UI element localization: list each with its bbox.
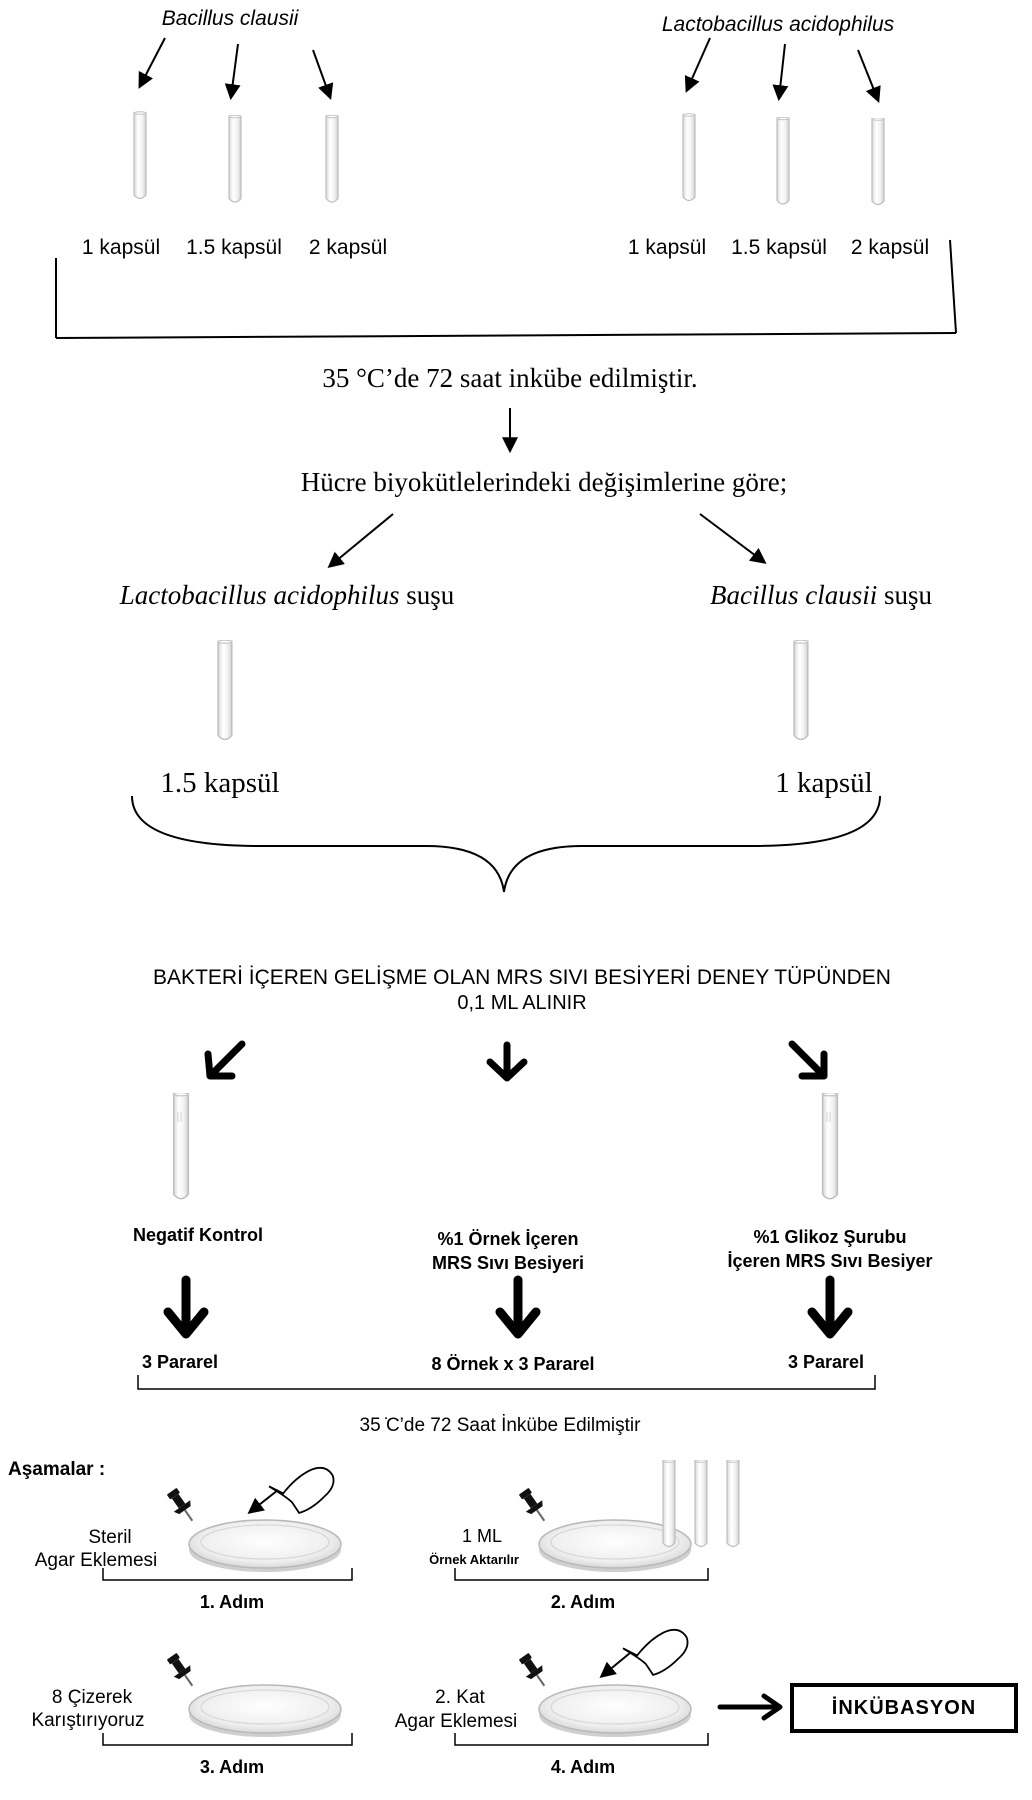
- tube-lacto-selected: [217, 640, 233, 741]
- pin-icon-step3: [165, 1651, 199, 1691]
- flow-arrows: [327, 408, 767, 569]
- petri-dish-step4: [538, 1684, 692, 1738]
- parallel-right: 3 Pararel: [787, 1352, 865, 1372]
- arrow-bacillus-1: [138, 37, 166, 89]
- tube-lacto-3: [871, 118, 885, 206]
- step1-label-line1: Steril: [88, 1527, 132, 1548]
- step1-title: 1. Adım: [199, 1592, 265, 1612]
- step4-label-line1: 2. Kat: [435, 1687, 485, 1708]
- tube-negative-control: [172, 1093, 190, 1200]
- lacto-strain-label: Lactobacillus acidophilus suşu: [120, 582, 455, 609]
- bacillus-title: Bacillus clausii: [161, 7, 299, 30]
- step4-label-line2: Agar Eklemesi: [394, 1711, 518, 1732]
- parallels-bracket: [137, 1375, 876, 1390]
- lacto-selected-dose: 1.5 kapsül: [160, 767, 280, 799]
- negative-control-label: Negatif Kontrol: [133, 1225, 263, 1245]
- tube-bacillus-2: [228, 115, 242, 203]
- bold-arrows-top: [204, 1040, 828, 1082]
- tube-icon-step2-1: [662, 1460, 676, 1548]
- incubation-box: İNKÜBASYON: [790, 1683, 1018, 1733]
- step1-label-line2: Agar Eklemesi: [34, 1550, 158, 1571]
- arrow-bacillus-2: [224, 43, 241, 101]
- flask-icon-step1: [268, 1466, 335, 1514]
- curly-brace: [131, 795, 881, 893]
- lacto-title: Lactobacillus acidophilus: [661, 13, 895, 36]
- arrow-to-lacto: [327, 513, 394, 569]
- pin-icon-step2: [517, 1486, 551, 1526]
- stages-label: Aşamalar :: [8, 1459, 106, 1480]
- flask-icon-step4: [622, 1628, 689, 1676]
- petri-dish-step1: [188, 1519, 342, 1573]
- dose-label-bacillus-3: 2 kapsül: [308, 236, 388, 259]
- heavy-arrows: [163, 1275, 853, 1339]
- step4-title: 4. Adım: [550, 1757, 616, 1777]
- mrs-heading-line1: BAKTERİ İÇEREN GELİŞME OLAN MRS SIVI BES…: [153, 966, 891, 989]
- dose-label-lacto-1: 1 kapsül: [627, 236, 707, 259]
- step2-label-line2: Örnek Aktarılır: [429, 1552, 519, 1567]
- incubation-text: 35 °C’de 72 saat inkübe edilmiştir.: [322, 363, 698, 393]
- arrow-to-bacillus: [699, 513, 767, 564]
- petri-dish-step3: [188, 1684, 342, 1738]
- tube-icon-step2-2: [694, 1460, 708, 1548]
- parallel-middle: 8 Örnek x 3 Pararel: [431, 1354, 595, 1374]
- bacillus-strain-name: Bacillus clausii: [710, 580, 878, 610]
- arrow-to-incubation-box: [717, 1693, 783, 1721]
- step-graphics: [165, 1460, 740, 1738]
- step2-label-line1: 1 ML: [461, 1526, 503, 1546]
- bacillus-strain-label: Bacillus clausii suşu: [710, 582, 932, 609]
- glucose-label-line1: %1 Glikoz Şurubu: [753, 1227, 907, 1247]
- sample-label-line1: %1 Örnek İçeren: [437, 1229, 579, 1249]
- incubation-box-label: İNKÜBASYON: [831, 1697, 977, 1719]
- tube-glucose: [821, 1093, 839, 1200]
- top-arrows: [138, 37, 881, 103]
- top-bracket: [55, 239, 957, 339]
- step2-title: 2. Adım: [550, 1592, 616, 1612]
- arrow-lacto-3: [857, 49, 881, 103]
- parallel-left: 3 Pararel: [141, 1352, 219, 1372]
- sample-label-line2: MRS Sıvı Besiyeri: [431, 1253, 585, 1273]
- tube-bacillus-3: [325, 115, 339, 203]
- step3-label-line1: 8 Çizerek: [51, 1687, 133, 1708]
- step3-title: 3. Adım: [199, 1757, 265, 1777]
- tube-lacto-1: [682, 113, 696, 202]
- dose-label-lacto-2: 1.5 kapsül: [731, 236, 827, 259]
- step-brackets: [102, 1568, 709, 1746]
- bacillus-selected-dose: 1 kapsül: [775, 767, 873, 799]
- arrow-lacto-1: [684, 37, 711, 93]
- dose-label-lacto-3: 2 kapsül: [850, 236, 930, 259]
- tube-icon-step2-3: [726, 1460, 740, 1548]
- tube-lacto-2: [776, 117, 790, 205]
- dose-label-bacillus-2: 1.5 kapsül: [186, 236, 282, 259]
- top-tubes: [133, 111, 885, 206]
- lacto-strain-name: Lactobacillus acidophilus: [119, 580, 400, 610]
- bold-arrow-right-diag: [788, 1040, 826, 1078]
- bold-arrow-left-diag: [208, 1040, 246, 1078]
- biomass-text: Hücre biyokütlelerindeki değişimlerine g…: [300, 467, 788, 497]
- glucose-label-line2: İçeren MRS Sıvı Besiyer: [727, 1251, 933, 1271]
- step3-label-line2: Karıştırıyoruz: [31, 1710, 145, 1731]
- mrs-heading-line2: 0,1 ML ALINIR: [457, 992, 587, 1014]
- tube-bacillus-selected: [793, 640, 809, 741]
- pin-icon-step1: [165, 1486, 199, 1526]
- pin-icon-step4: [517, 1651, 551, 1691]
- mrs-incubation-text: 35 ̇C’de 72 Saat İnkübe Edilmiştir: [359, 1415, 641, 1436]
- arrow-bacillus-3: [312, 49, 334, 101]
- bacillus-strain-suffix: suşu: [877, 580, 932, 610]
- tube-bacillus-1: [133, 111, 147, 200]
- arrow-lacto-2: [772, 43, 789, 102]
- lacto-strain-suffix: suşu: [399, 580, 455, 610]
- dose-label-bacillus-1: 1 kapsül: [81, 236, 161, 259]
